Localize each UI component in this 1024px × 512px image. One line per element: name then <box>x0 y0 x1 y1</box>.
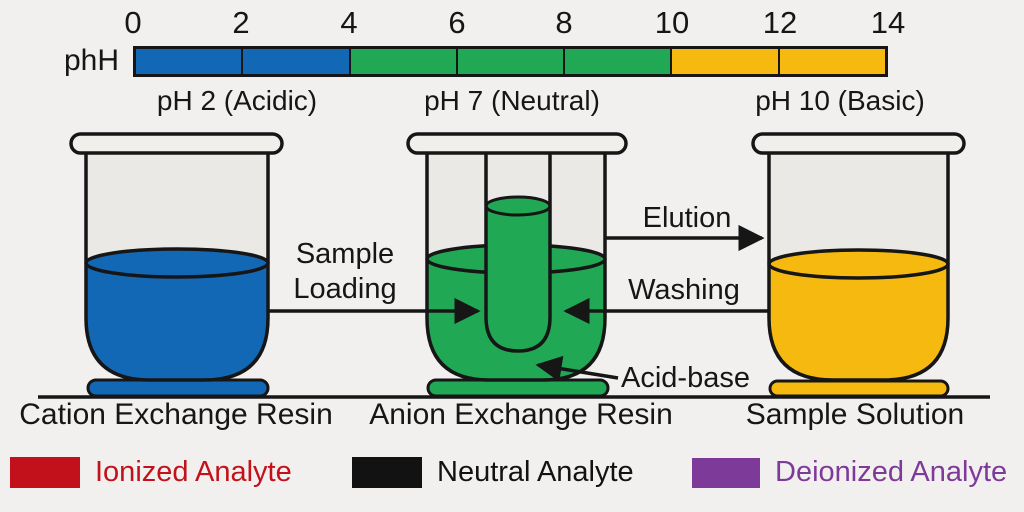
ph-segment-2-4 <box>243 49 351 74</box>
sample-beaker-liquid <box>769 264 948 380</box>
anion-beaker-rim <box>406 132 628 155</box>
anion-beaker-name: Anion Exchange Resin <box>369 398 673 431</box>
ph-scale-bar <box>133 46 888 77</box>
cation-liquid-surface <box>84 247 270 279</box>
sample-beaker-base <box>768 379 950 398</box>
ph-segment-10-12 <box>672 49 780 74</box>
test-tube-liquid <box>486 206 550 351</box>
cation-beaker-name: Cation Exchange Resin <box>19 398 333 431</box>
cation-beaker <box>69 132 284 398</box>
sample-liquid-surface <box>767 248 950 280</box>
anion-beaker-outline <box>425 151 607 382</box>
sample-loading-label-line2: Loading <box>293 273 397 305</box>
legend-item-ionized: Ionized Analyte <box>10 456 292 489</box>
test-tube-liquid-surface <box>484 195 552 217</box>
ph-tick-4: 4 <box>340 5 358 40</box>
anion-beaker <box>406 132 628 398</box>
ph-tick-14: 14 <box>870 5 906 40</box>
legend-item-neutral: Neutral Analyte <box>352 456 634 489</box>
ph-zone-neutral: pH 7 (Neutral) <box>424 85 600 116</box>
ph-zone-acidic: pH 2 (Acidic) <box>156 85 318 116</box>
ph-segment-4-6 <box>350 49 458 74</box>
washing-label: Washing <box>628 274 740 306</box>
sample-beaker-name: Sample Solution <box>745 398 965 431</box>
sample-beaker-rim <box>751 132 966 155</box>
ph-segment-0-2 <box>136 49 244 74</box>
test-tube-outline <box>484 152 552 353</box>
ph-zone-basic: pH 10 (Basic) <box>755 85 925 116</box>
deionized-legend-label: Deionized Analyte <box>775 456 1008 488</box>
ph-tick-12: 12 <box>762 5 798 40</box>
ph-segment-8-10 <box>565 49 673 74</box>
ph-axis-label: phH <box>64 44 120 77</box>
ionized-legend-label: Ionized Analyte <box>95 456 292 488</box>
legend-item-deionized: Deionized Analyte <box>692 456 1007 489</box>
neutral-color-swatch <box>352 457 422 488</box>
cation-beaker-liquid <box>86 263 268 380</box>
ph-tick-2: 2 <box>232 5 250 40</box>
cation-beaker-outline <box>84 151 270 382</box>
sample-loading-label: Sample Loading <box>293 237 396 307</box>
ph-segment-6-8 <box>457 49 566 74</box>
acid-base-arrow <box>535 355 619 382</box>
sample-loading-label-line1: Sample <box>295 238 395 270</box>
cation-beaker-base <box>86 378 270 398</box>
ph-segment-12-14 <box>779 49 885 74</box>
ph-tick-10: 10 <box>654 5 690 40</box>
sample-beaker <box>751 132 966 398</box>
neutral-legend-label: Neutral Analyte <box>437 456 634 488</box>
ionized-color-swatch <box>10 457 80 488</box>
ph-tick-6: 6 <box>448 5 466 40</box>
ph-tick-0: 0 <box>124 5 142 40</box>
anion-beaker-base <box>426 378 610 398</box>
sample-beaker-outline <box>767 151 950 382</box>
elution-label: Elution <box>642 202 732 234</box>
acid-base-label: Acid-base <box>621 362 750 394</box>
ph-tick-8: 8 <box>555 5 573 40</box>
cation-beaker-rim <box>69 132 284 155</box>
deionized-color-swatch <box>692 457 760 488</box>
